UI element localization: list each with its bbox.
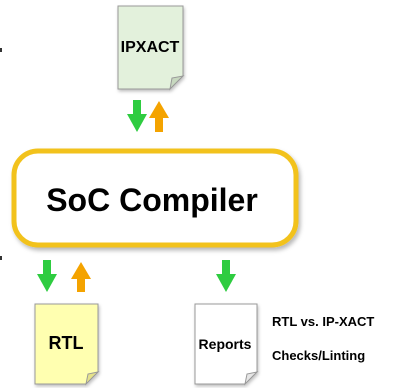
soc-compiler-box: SoC Compiler — [11, 148, 299, 248]
annotation-line-2: Checks/Linting — [272, 348, 365, 363]
document-fold — [244, 371, 259, 386]
reports-document: Reports — [194, 303, 259, 386]
rtl-label: RTL — [49, 333, 84, 353]
edge-mark — [0, 256, 2, 260]
document-fold — [85, 371, 100, 386]
soc-compiler-label: SoC Compiler — [46, 182, 258, 218]
document-fold — [169, 75, 185, 91]
ipxact-label: IPXACT — [121, 39, 180, 56]
arrow-up-icon — [149, 101, 169, 132]
arrow-down-icon — [37, 260, 57, 292]
annotation-line-1: RTL vs. IP-XACT — [272, 314, 374, 329]
ipxact-document: IPXACT — [117, 5, 185, 91]
arrow-up-icon — [71, 262, 91, 292]
reports-label: Reports — [199, 336, 252, 352]
arrow-down-icon — [127, 100, 147, 132]
rtl-document: RTL — [34, 303, 100, 386]
arrow-down-icon — [216, 260, 236, 292]
edge-mark — [0, 48, 2, 52]
